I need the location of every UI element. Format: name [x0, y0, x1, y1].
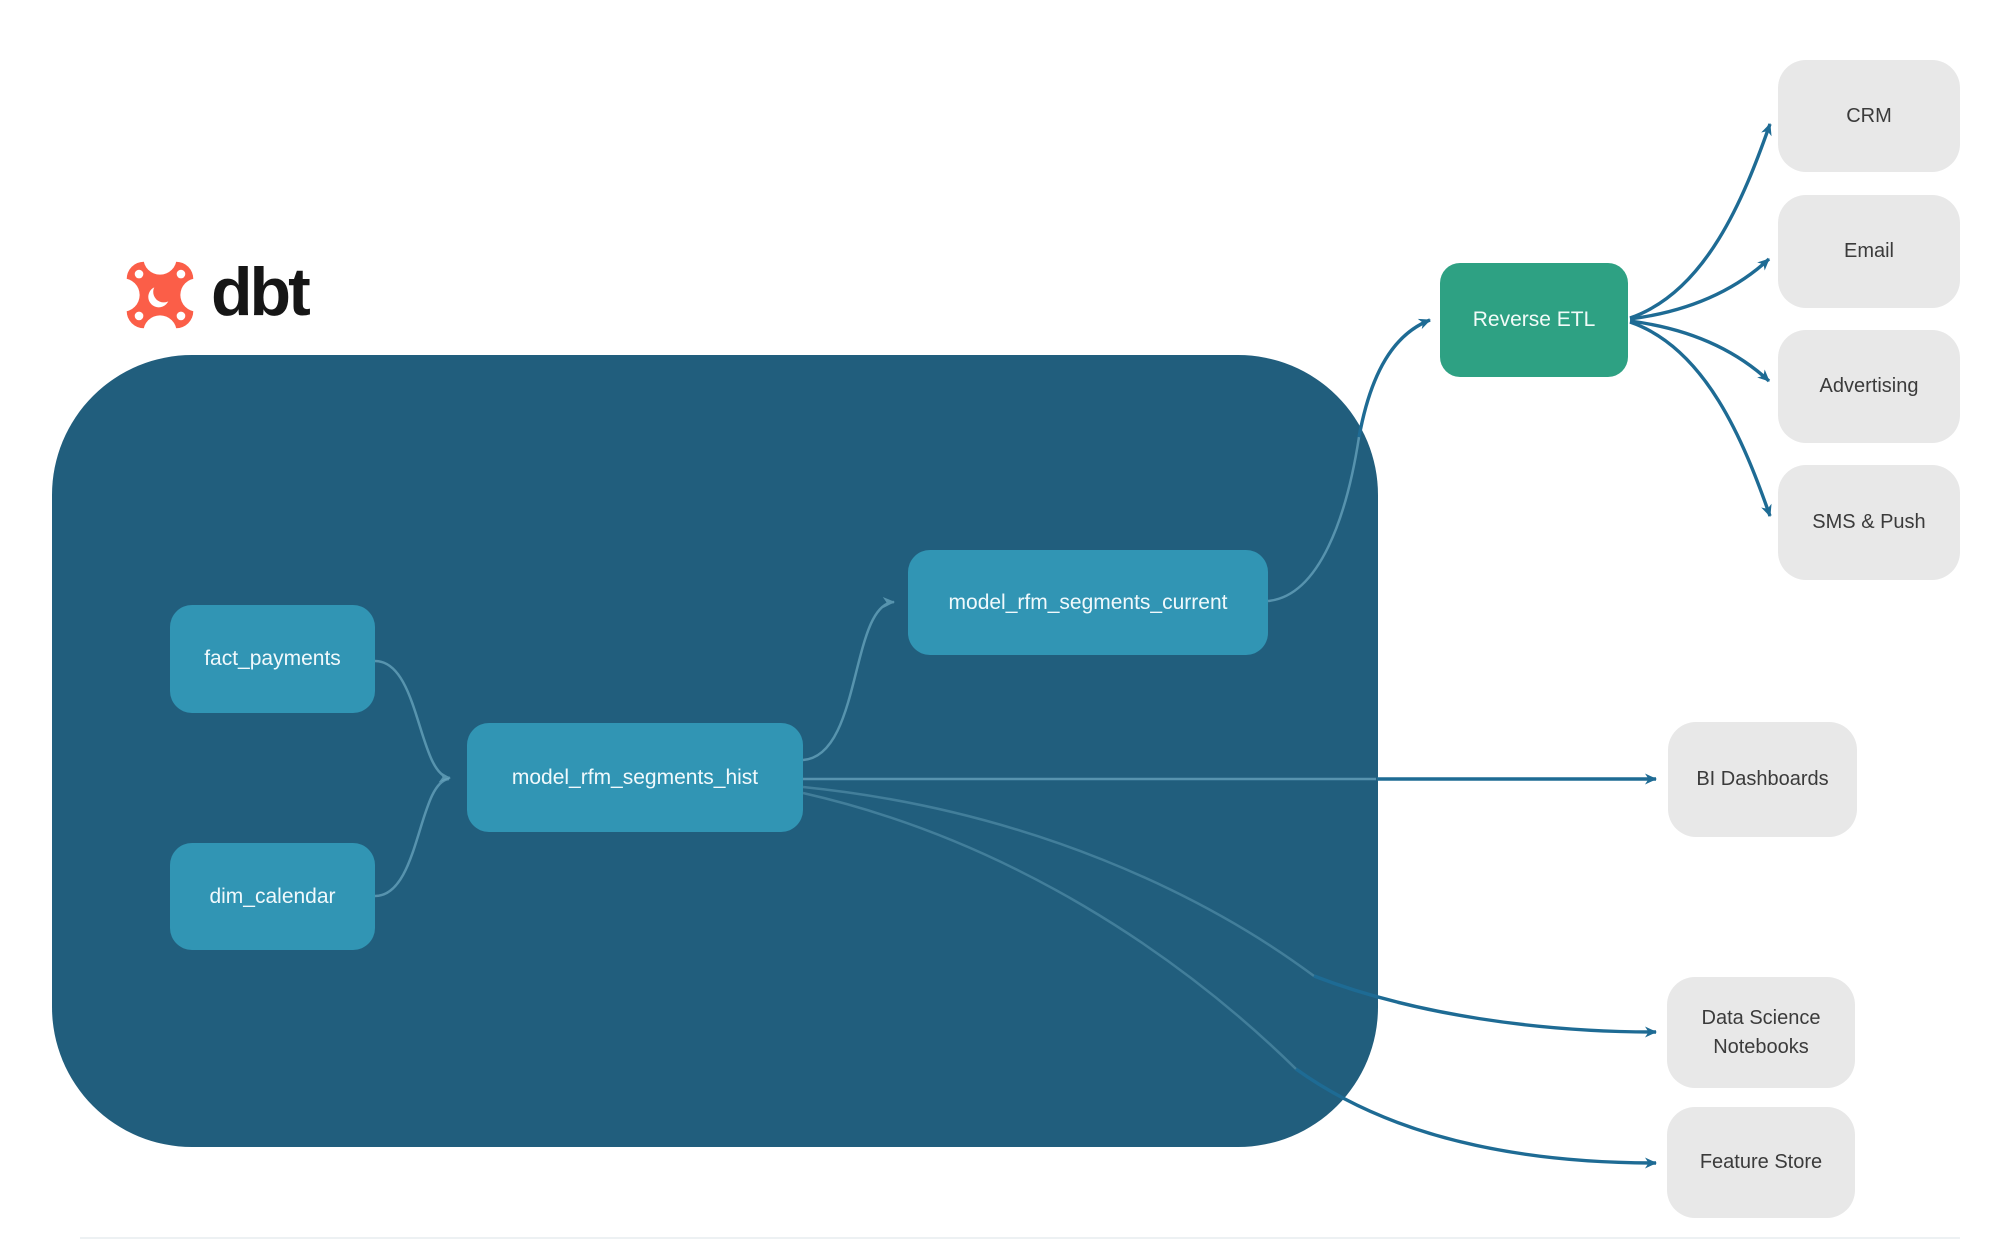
- node-feature-store-label: Feature Store: [1699, 1151, 1823, 1173]
- edge-reverse-etl-to-sms-push: [1629, 320, 1772, 517]
- node-data-science-notebooks: Data Science Notebooks: [1667, 977, 1855, 1088]
- node-sms-push: SMS & Push: [1778, 465, 1960, 580]
- node-data-science-notebooks-label: Data Science Notebooks: [1701, 1006, 1821, 1058]
- node-email-label: Email: [1843, 240, 1894, 262]
- node-reverse-etl: Reverse ETL: [1440, 263, 1628, 377]
- node-crm-label: CRM: [1846, 104, 1892, 127]
- bottom-divider: [80, 1237, 1960, 1239]
- node-email: Email: [1778, 195, 1960, 308]
- node-crm: CRM: [1778, 60, 1960, 172]
- node-dim-calendar-label: dim_calendar: [209, 884, 336, 908]
- node-model-rfm-segments-hist-label: model_rfm_segments_hist: [511, 765, 759, 789]
- dbt-logo-text: dbt: [211, 254, 311, 330]
- dbt-logo: dbt: [123, 254, 311, 332]
- node-advertising: Advertising: [1778, 330, 1960, 443]
- node-dim-calendar: dim_calendar: [170, 843, 375, 950]
- edge-reverse-etl-to-advertising: [1629, 319, 1771, 383]
- node-reverse-etl-label: Reverse ETL: [1472, 308, 1596, 331]
- node-model-rfm-segments-current-label: model_rfm_segments_current: [948, 590, 1228, 614]
- node-advertising-label: Advertising: [1819, 375, 1919, 397]
- edge-current-to-reverse-etl: [1357, 318, 1431, 438]
- node-bi-dashboards-label: BI Dashboards: [1696, 768, 1829, 790]
- dbt-logo-icon: [123, 258, 197, 332]
- node-fact-payments-label: fact_payments: [204, 647, 341, 670]
- node-bi-dashboards: BI Dashboards: [1668, 722, 1857, 837]
- edge-reverse-etl-to-email: [1629, 257, 1771, 321]
- node-fact-payments: fact_payments: [170, 605, 375, 713]
- node-feature-store: Feature Store: [1667, 1107, 1855, 1218]
- edge-reverse-etl-to-crm: [1629, 123, 1772, 320]
- node-model-rfm-segments-current: model_rfm_segments_current: [908, 550, 1268, 655]
- node-model-rfm-segments-hist: model_rfm_segments_hist: [467, 723, 803, 832]
- node-sms-push-label: SMS & Push: [1812, 511, 1926, 533]
